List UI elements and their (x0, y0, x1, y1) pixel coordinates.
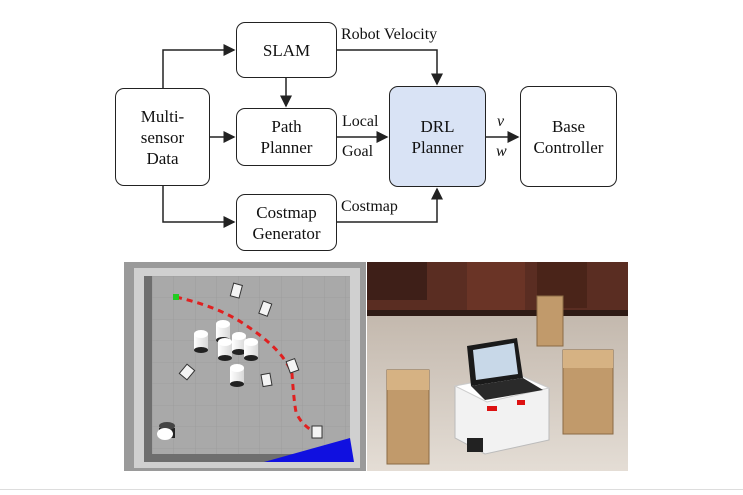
planned-path (175, 295, 320, 436)
goal-label: Goal (342, 143, 374, 160)
slam-label: SLAM (262, 40, 311, 60)
drl-planner-node: DRL Planner (389, 86, 486, 187)
slam-node: SLAM (236, 22, 337, 78)
edge-costmap-drl (337, 187, 443, 223)
connector-arrows (162, 44, 520, 228)
sim-obstacles (157, 282, 323, 440)
bottom-divider (0, 489, 743, 490)
local-label: Local (342, 113, 379, 130)
cardboard-boxes (386, 295, 614, 465)
edge-slam-drl (337, 49, 443, 86)
simulation-image (124, 262, 366, 471)
base-controller-label-line1: Base (551, 116, 586, 136)
photo-panel (124, 262, 628, 471)
costmap-generator-node: Costmap Generator (236, 194, 337, 251)
costmap-generator-label-line2: Generator (252, 223, 321, 243)
goal-region (264, 438, 354, 462)
start-marker (173, 294, 179, 300)
base-controller-label-line2: Controller (533, 137, 604, 157)
real-robot-image (367, 262, 628, 471)
w-label: w (496, 143, 507, 160)
robot-velocity-label: Robot Velocity (341, 26, 438, 43)
costmap-label: Costmap (341, 198, 398, 215)
drl-planner-label-line2: Planner (411, 137, 464, 157)
door (467, 262, 525, 312)
edge-sensor-slam (162, 44, 236, 88)
multisensor-node: Multi- sensor Data (115, 88, 210, 186)
photos-svg (124, 262, 628, 471)
multisensor-label-line3: Data (146, 148, 179, 168)
base-controller-node: Base Controller (520, 86, 617, 187)
multisensor-label-line1: Multi- (140, 106, 185, 126)
path-planner-label-line1: Path (271, 117, 302, 136)
multisensor-label-line2: sensor (140, 127, 185, 147)
path-planner-label-line2: Planner (260, 138, 313, 157)
costmap-generator-label-line1: Costmap (256, 202, 317, 222)
drl-planner-label-line1: DRL (420, 116, 455, 136)
v-label: v (497, 113, 505, 130)
path-planner-node: Path Planner (236, 108, 337, 166)
edge-sensor-costmap (162, 186, 236, 228)
robot (453, 338, 551, 455)
